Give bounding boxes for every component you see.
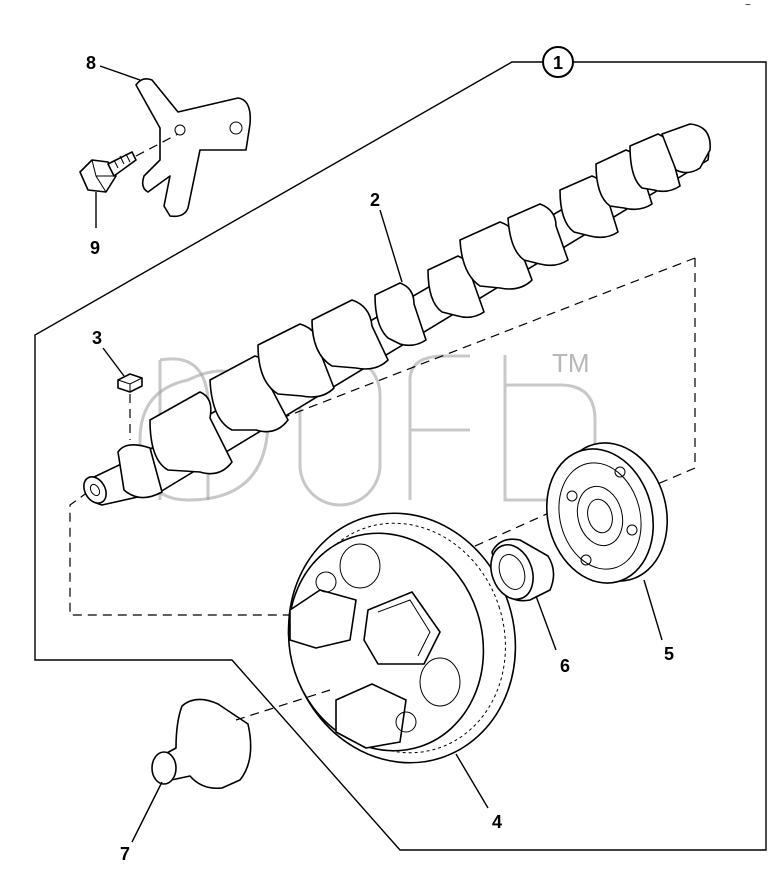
bolt bbox=[79, 133, 179, 193]
callout-4-label: 4 bbox=[492, 812, 502, 832]
cam-lobes bbox=[117, 123, 711, 499]
alignment-dashed-line bbox=[647, 258, 696, 489]
plate bbox=[135, 78, 252, 218]
leader-lines bbox=[95, 65, 663, 843]
callout-1-label: 1 bbox=[553, 53, 563, 73]
corner-mark: ~ bbox=[745, 0, 751, 11]
alignment-dashed-line-3 bbox=[69, 469, 646, 616]
cap-dash bbox=[235, 689, 331, 721]
callout-5-label: 5 bbox=[664, 644, 674, 664]
cap bbox=[151, 689, 331, 790]
callout-3-label: 3 bbox=[92, 328, 102, 348]
assembly-boundary bbox=[34, 61, 767, 851]
camshaft bbox=[83, 123, 711, 506]
bearing bbox=[545, 442, 669, 584]
watermark-tm: TM bbox=[552, 348, 590, 378]
callout-1: 1 bbox=[542, 46, 574, 78]
callout-8-label: 8 bbox=[86, 53, 96, 73]
bolt-dash bbox=[135, 133, 179, 157]
spacer bbox=[490, 538, 555, 602]
gear bbox=[287, 512, 517, 764]
key bbox=[117, 373, 143, 440]
callout-2-label: 2 bbox=[370, 190, 380, 210]
callout-9-label: 9 bbox=[90, 238, 100, 258]
callout-6-label: 6 bbox=[560, 656, 570, 676]
callout-7-label: 7 bbox=[120, 844, 130, 864]
